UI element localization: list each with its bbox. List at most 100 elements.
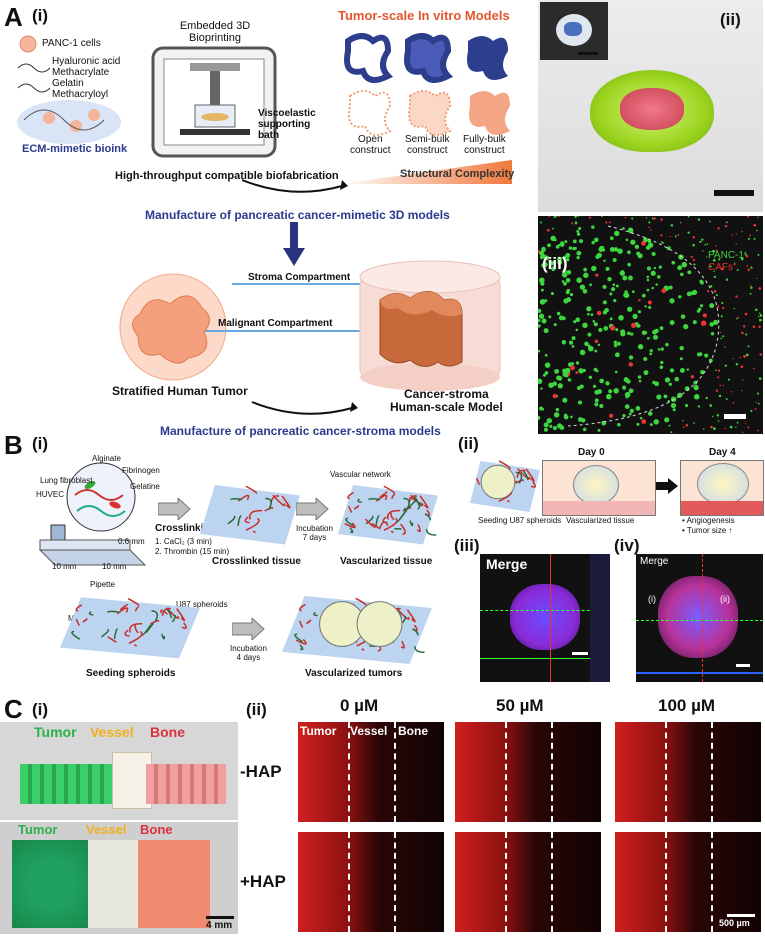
tumor-label-bottom: Tumor xyxy=(18,822,58,837)
panel-c-sub-ii: (ii) xyxy=(246,700,267,719)
vasc-tumors-label: Vascularized tumors xyxy=(305,668,403,679)
stratified-label: Stratified Human Tumor xyxy=(112,384,248,398)
stroma-label: Stroma Compartment xyxy=(248,272,351,283)
construct-fully: Fully-bulk construct xyxy=(463,134,506,156)
panel-b-sub-ii: (ii) xyxy=(458,434,479,453)
scale-bar xyxy=(724,414,746,419)
merge-image-iii: Merge xyxy=(480,554,610,682)
gelatine-label: Gelatine xyxy=(130,482,160,491)
conc-0: 0 µM xyxy=(340,696,379,715)
microscopy-tile xyxy=(455,832,601,932)
fluorescence-dots xyxy=(535,215,763,434)
crosslinked-label: Crosslinked tissue xyxy=(212,556,301,567)
manufacture-title-2: Manufacture of pancreatic cancer-stroma … xyxy=(160,424,441,438)
scaffold-photo-top: Tumor Vessel Bone xyxy=(0,722,238,820)
microscopy-tile xyxy=(298,832,444,932)
panel-b-letter: B xyxy=(4,430,23,460)
crosslinked-tissue-img xyxy=(200,485,300,545)
high-throughput-label: High-throughput compatible biofabricatio… xyxy=(115,170,339,182)
down-arrow xyxy=(283,222,305,266)
day4-box: Day 4 xyxy=(680,447,764,516)
panel-a-sub-i: (i) xyxy=(32,6,49,25)
mold-plate xyxy=(38,539,147,566)
row-minus-hap: -HAP xyxy=(240,762,282,781)
incubation7-label: Incubation 7 days xyxy=(296,524,333,542)
panc-cells-label: PANC-1 cells xyxy=(42,38,101,49)
pipette-label: Pipette xyxy=(90,580,115,589)
complexity-label: Structural Complexity xyxy=(400,168,515,180)
stratified-tumor xyxy=(119,273,227,381)
vasc-tissue-label: Vascularized tissue xyxy=(566,516,635,525)
region-label-vessel: Vessel xyxy=(350,724,388,738)
crosslinking-label: Crosslinking xyxy=(155,523,216,534)
day0-label: Day 0 xyxy=(578,447,605,458)
bone-label-top: Bone xyxy=(150,724,185,740)
alginate-label: Alginate xyxy=(92,454,121,463)
huvec-label: HUVEC xyxy=(36,490,65,499)
row-plus-hap: +HAP xyxy=(240,872,286,891)
malignant-line xyxy=(205,330,360,332)
fibrinogen-label: Fibrinogen xyxy=(122,466,160,475)
bioprinter-icon xyxy=(151,46,277,158)
panel-c-letter: C xyxy=(4,694,23,724)
seeding-u87-img xyxy=(470,460,540,512)
day4-label: Day 4 xyxy=(709,447,736,458)
bioprinting-title: Embedded 3D Bioprinting xyxy=(179,20,251,44)
microscopy-tile: 500 µm xyxy=(615,832,761,932)
step2-label: 2. Thrombin (15 min) xyxy=(155,547,230,556)
inset-photo xyxy=(540,2,608,60)
arrow-2 xyxy=(296,498,329,520)
dim-10b: 10 mm xyxy=(102,562,127,571)
manufacture-title-1: Manufacture of pancreatic cancer-mimetic… xyxy=(145,208,450,222)
bioink-label: ECM-mimetic bioink xyxy=(22,143,128,155)
day0-box: Day 0 xyxy=(542,447,656,516)
bioink-illustration xyxy=(17,35,121,144)
tumor-constructs xyxy=(344,33,510,136)
tumor-models-title: Tumor-scale In vitro Models xyxy=(338,8,510,23)
u87-label: U87 spheroids xyxy=(176,600,228,609)
incubation4-label: Incubation 4 days xyxy=(230,644,267,662)
cancer-stroma-model-3d xyxy=(359,260,501,391)
region-label-tumor: Tumor xyxy=(300,724,337,738)
tumor-label-top: Tumor xyxy=(34,724,77,740)
vessel-label-bottom: Vessel xyxy=(86,822,127,837)
angiogenesis-label: • Angiogenesis xyxy=(682,516,735,525)
microscopy-tile xyxy=(615,722,761,822)
microscopy-tile xyxy=(455,722,601,822)
merge-image-iv: Merge (i) (ii) xyxy=(636,554,763,682)
curved-arrow-2 xyxy=(251,401,358,415)
conc-50: 50 µM xyxy=(496,696,544,715)
hyaluronic-label: Hyaluronic acid Methacrylate xyxy=(52,56,121,78)
dim-06: 0.6 mm xyxy=(118,537,145,546)
scale-4mm: 4 mm xyxy=(206,920,233,931)
panel-a-letter: A xyxy=(4,2,23,32)
bone-label-bottom: Bone xyxy=(140,822,173,837)
bath-label: Viscoelastic supporting bath xyxy=(258,108,316,141)
panel-a-sub-ii: (ii) xyxy=(720,10,741,29)
scale-500: 500 µm xyxy=(719,918,750,928)
arrow-1 xyxy=(158,498,191,520)
dim-10a: 10 mm xyxy=(52,562,77,571)
step1-label: 1. CaCl₂ (3 min) xyxy=(155,537,212,546)
mark-i: (i) xyxy=(648,594,656,604)
complexity-wedge xyxy=(340,160,512,184)
panel-a-sub-iii: (iii) xyxy=(542,254,568,273)
seeding-img xyxy=(60,597,200,659)
panel-b-sub-iv: (iv) xyxy=(614,536,640,555)
vascularized-label: Vascularized tissue xyxy=(340,556,433,567)
tumor-size-label: • Tumor size ↑ xyxy=(682,526,733,535)
fluorescence-image: (iii) PANC-1 CAFs xyxy=(535,215,763,434)
malignant-label: Malignant Compartment xyxy=(218,318,333,329)
conc-100: 100 µM xyxy=(658,696,716,715)
merge-label-iii: Merge xyxy=(486,556,528,572)
panel-b-sub-iii: (iii) xyxy=(454,536,480,555)
vessel-label-top: Vessel xyxy=(90,724,134,740)
construct-semi: Semi-bulk construct xyxy=(405,134,450,156)
seeding-label: Seeding spheroids xyxy=(86,668,176,679)
stroma-line xyxy=(232,283,360,285)
gelatin-label: Gelatin Methacryloyl xyxy=(52,78,109,100)
vascular-network-label: Vascular network xyxy=(330,470,391,479)
construct-open: Open construct xyxy=(350,134,391,156)
panel-b-sub-i: (i) xyxy=(32,434,49,453)
legend-cafs: CAFs xyxy=(708,262,733,273)
